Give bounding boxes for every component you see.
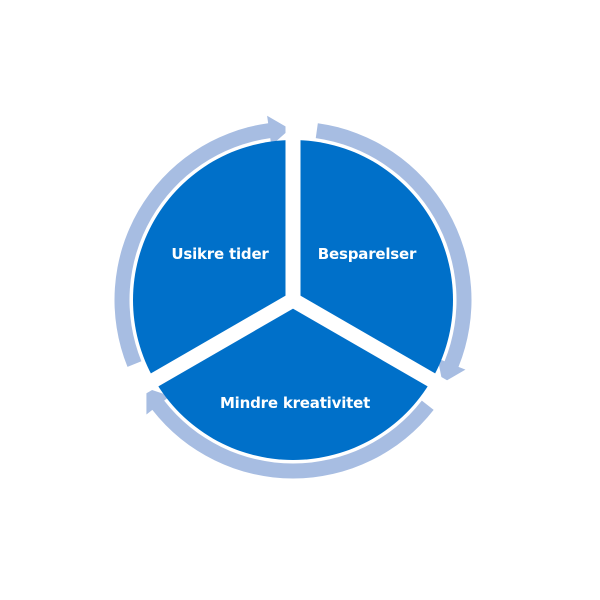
ring-arrow-to-usikre-tider [146,388,434,479]
ring-arrow-to-besparelser [114,115,291,367]
segment-label-mindre-kreativitet: Mindre kreativitet [219,394,371,412]
segment-gap-3 [116,293,297,407]
segment-label-usikre-tider: Usikre tider [171,245,269,263]
segment-gap-2 [289,293,470,407]
ring-arrow-to-mindre-kreativitet [315,123,472,383]
segment-label-besparelser: Besparelser [317,245,417,263]
